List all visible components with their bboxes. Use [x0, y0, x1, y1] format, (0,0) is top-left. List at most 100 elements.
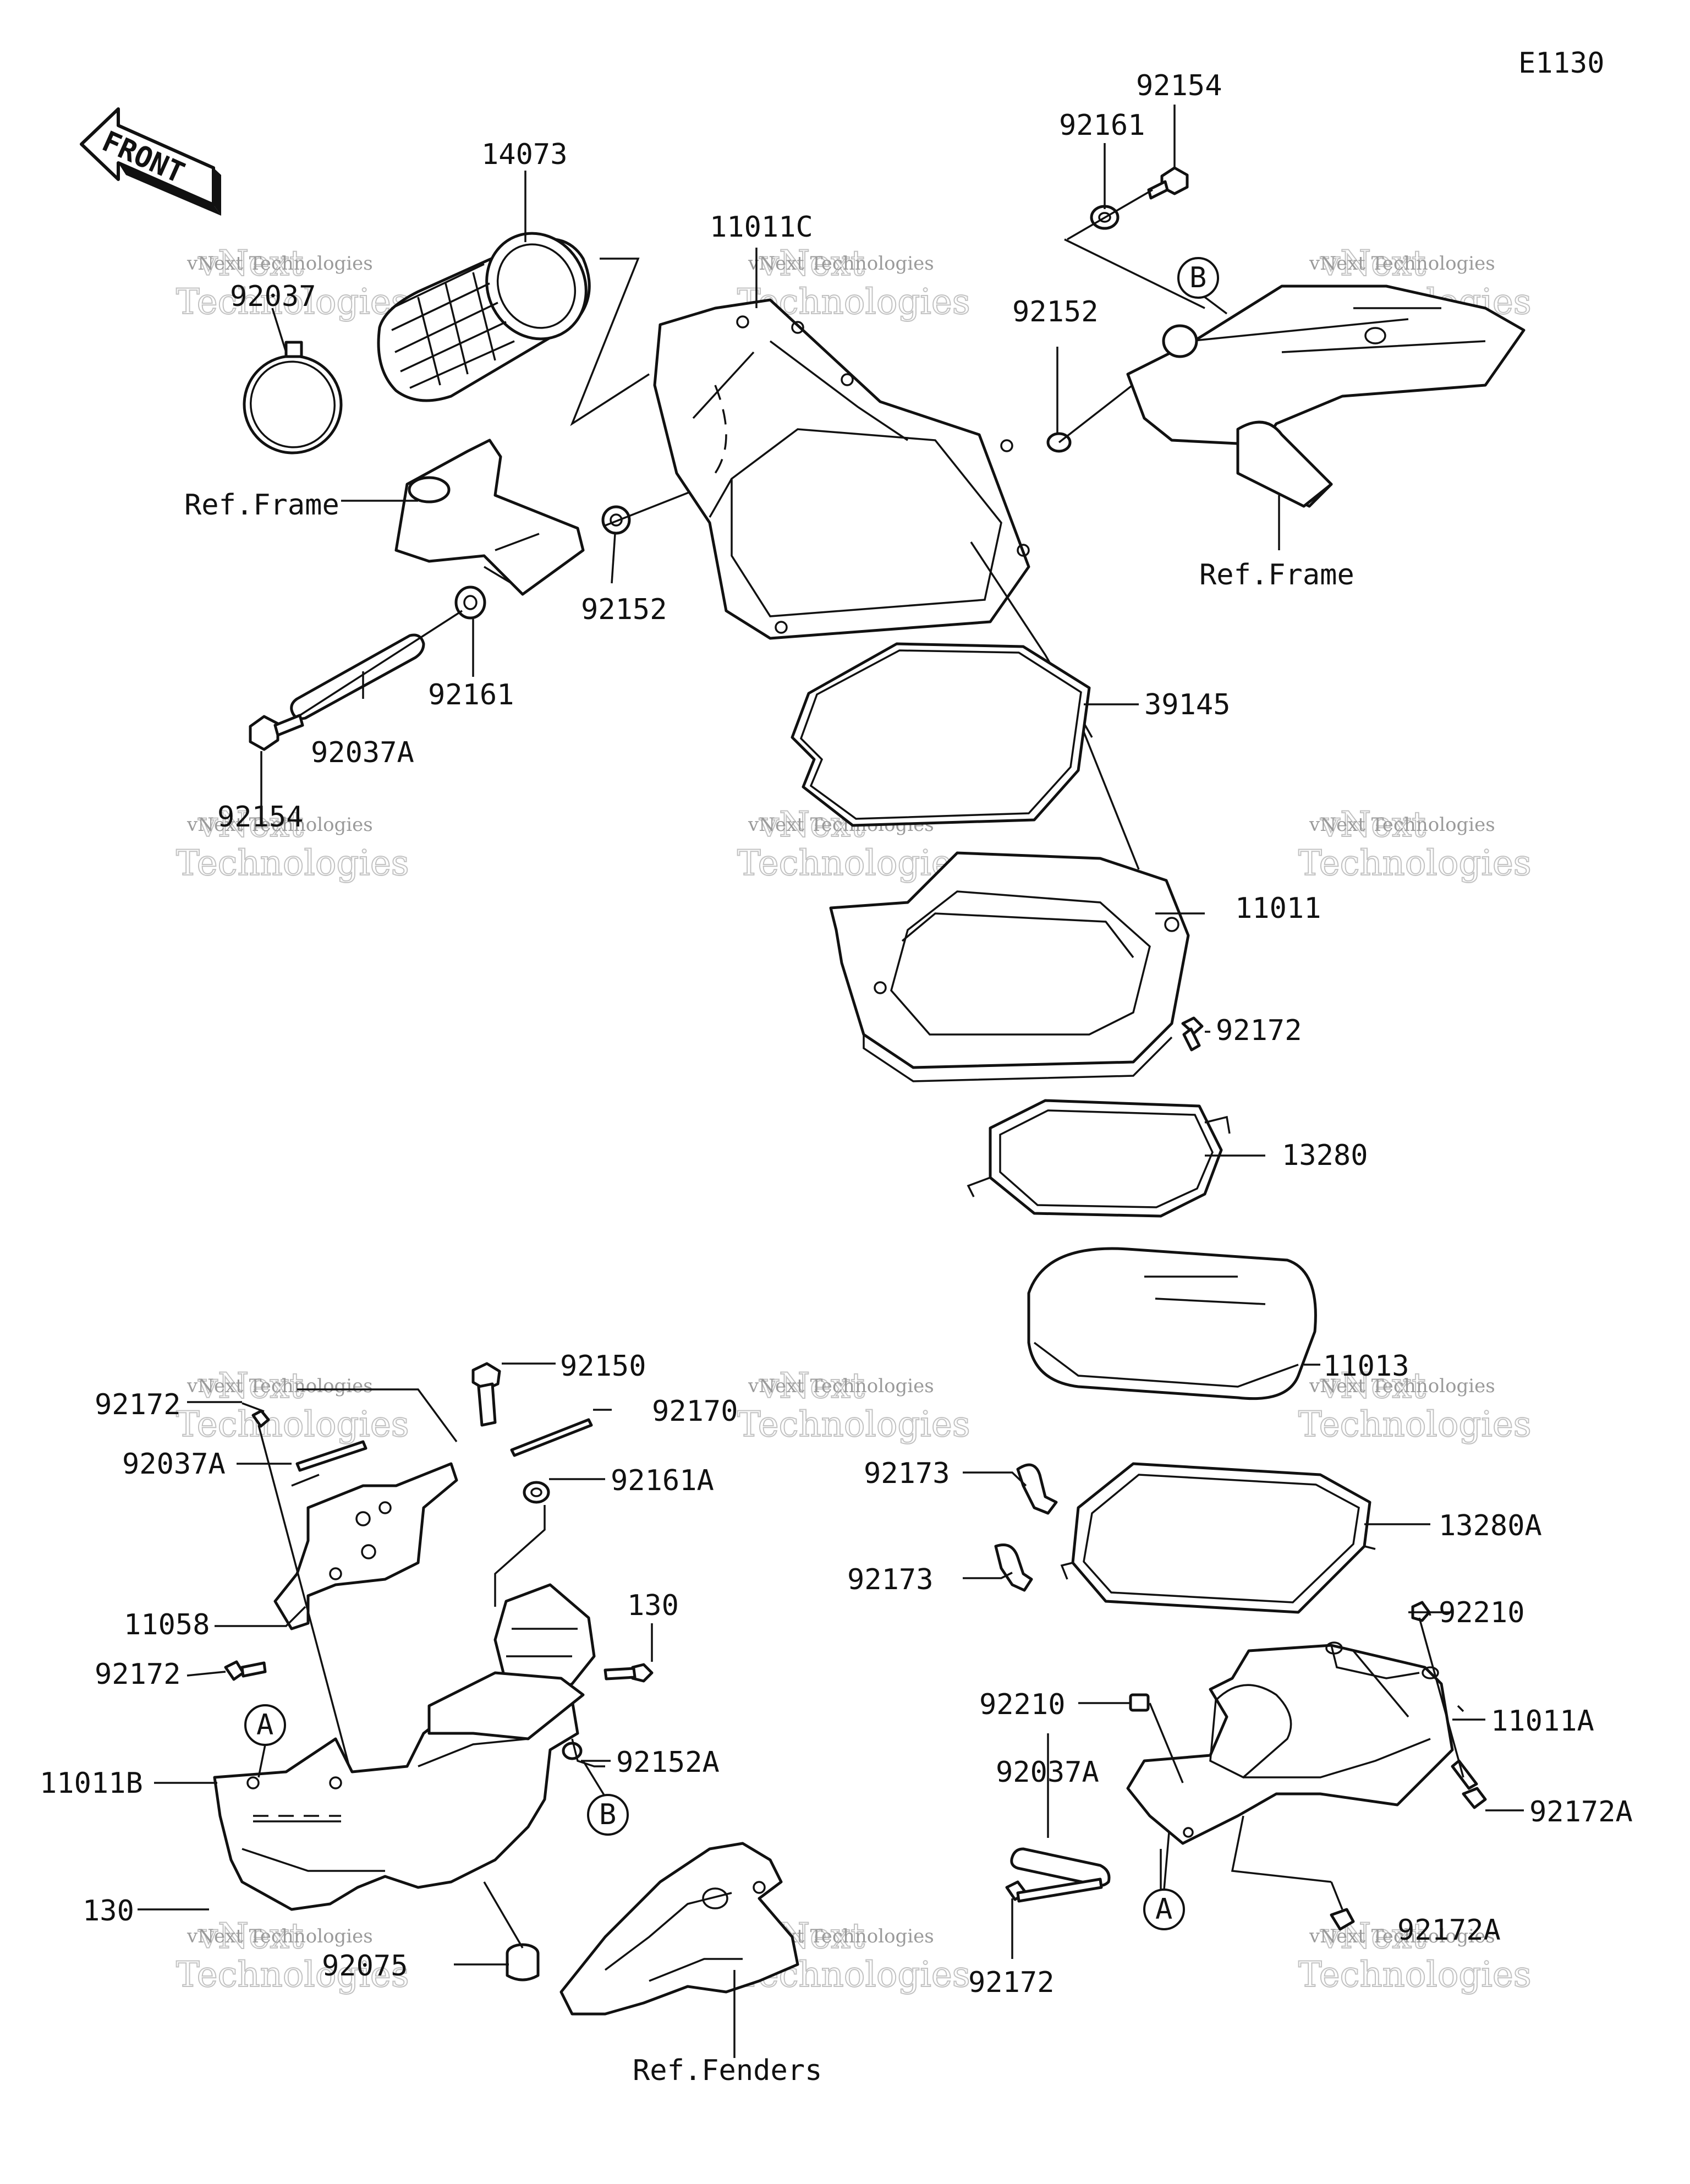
leader-line: [963, 1471, 1027, 1579]
bolt: [603, 1663, 654, 1683]
label-92037A-left: 92037A: [122, 1448, 226, 1481]
label-92172-left-mid: 92172: [95, 1658, 181, 1691]
label-92172-mid: 92172: [1216, 1014, 1302, 1047]
watermark-text: Technologies: [1298, 1404, 1532, 1445]
watermark-text: Technologies: [1298, 1955, 1532, 1995]
fender-bracket: [559, 1842, 799, 2016]
watermark-text: vNext: [197, 1366, 304, 1406]
watermark-text: vNext Technologies: [748, 1375, 934, 1397]
screw: [1451, 1759, 1487, 1809]
callout-label: B: [1189, 261, 1206, 294]
label-92152A: 92152A: [616, 1746, 720, 1779]
watermark-text: vNext Technologies: [748, 253, 934, 275]
frame-right: [1126, 284, 1526, 508]
label-130-right: 130: [627, 1589, 679, 1622]
leader-line: [1155, 912, 1210, 1033]
bracket: [273, 1462, 458, 1630]
callout-label: A: [1155, 1893, 1172, 1926]
diagram-code: E1130: [1518, 47, 1605, 80]
label-92173-bottom: 92173: [847, 1563, 934, 1596]
watermark-text: vNext: [759, 1366, 865, 1406]
watermark-text: vNext Technologies: [186, 1925, 373, 1947]
watermark-text: vNext Technologies: [186, 253, 373, 275]
bolt: [1147, 166, 1189, 200]
label-92075: 92075: [322, 1950, 408, 1983]
screw: [251, 1409, 270, 1428]
label-92154-bottom: 92154: [217, 801, 304, 834]
watermark-text: vNext: [197, 804, 304, 845]
watermark-text: Technologies: [176, 282, 409, 322]
label-92172-left-top: 92172: [95, 1388, 181, 1421]
label-92172A-bottom: 92172A: [1397, 1914, 1501, 1947]
watermark-text: Technologies: [176, 1955, 409, 1995]
label-11011B: 11011B: [40, 1767, 143, 1800]
leader-line: [570, 258, 650, 426]
clip: [1016, 1463, 1058, 1515]
label-92173-top: 92173: [864, 1457, 950, 1490]
watermark: vNext Technologies vNext Technologies: [175, 1915, 410, 1996]
label-leaders: [138, 105, 1524, 1966]
callout-ref-a: A: [244, 1704, 286, 1778]
grommet: [454, 585, 486, 620]
callout-label: B: [599, 1798, 616, 1831]
screw: [1181, 1016, 1204, 1052]
leader-line: [1064, 189, 1205, 309]
leader-line: [1011, 1611, 1464, 1959]
label-13280: 13280: [1282, 1139, 1368, 1172]
screw: [1005, 1878, 1103, 1903]
side-cover-right: [1126, 1641, 1454, 1845]
label-11058: 11058: [124, 1608, 210, 1641]
watermark-text: vNext: [1320, 804, 1426, 845]
watermark-text: Technologies: [737, 1404, 970, 1445]
label-92037: 92037: [230, 280, 316, 313]
label-92170: 92170: [652, 1395, 738, 1428]
front-arrow-icon: FRONT: [80, 107, 221, 216]
label-92161A: 92161A: [611, 1464, 714, 1497]
label-13280A: 13280A: [1439, 1509, 1542, 1542]
label-92172A-right: 92172A: [1529, 1796, 1633, 1829]
screw: [224, 1660, 267, 1681]
callout-ref-a: A: [1143, 1832, 1185, 1930]
watermark: vNext Technologies vNext Technologies: [175, 804, 410, 884]
rod-pin: [295, 1440, 367, 1472]
watermark-text: Technologies: [176, 843, 409, 884]
label-92037A-right: 92037A: [996, 1756, 1099, 1789]
label-92037A-top: 92037A: [311, 736, 414, 769]
label-ref-frame-left: Ref.Frame: [184, 489, 339, 522]
watermark: vNext Technologies vNext Technologies: [737, 804, 971, 884]
label-11013: 11013: [1323, 1350, 1409, 1383]
label-92152-top: 92152: [1012, 295, 1099, 329]
label-ref-frame-right: Ref.Frame: [1199, 559, 1354, 592]
watermark-text: vNext Technologies: [1309, 814, 1495, 836]
hose-clamp: [243, 341, 343, 455]
part-labels: 92154 92161 14073 11011C 92037 92152 Ref…: [40, 69, 1633, 2087]
seal-strip: [510, 1418, 593, 1457]
label-92150: 92150: [560, 1350, 646, 1383]
watermark-text: vNext: [1320, 1366, 1426, 1406]
grommet: [523, 1481, 550, 1504]
label-92172-bottom: 92172: [968, 1966, 1055, 1999]
leader-line: [242, 1388, 458, 1778]
watermark-text: vNext: [197, 243, 304, 284]
callout-ref-b: B: [582, 1760, 629, 1836]
watermark: vNext Technologies vNext Technologies: [1298, 1365, 1532, 1446]
bolt: [249, 714, 304, 751]
watermark-text: vNext: [759, 243, 865, 284]
label-11011A: 11011A: [1491, 1705, 1594, 1738]
watermark: vNext Technologies vNext Technologies: [1298, 804, 1532, 884]
watermark-text: vNext: [1320, 243, 1426, 284]
intake-duct: [377, 232, 591, 402]
label-92161-mid: 92161: [428, 678, 514, 711]
nut: [1129, 1693, 1150, 1712]
frame-bracket-left: [394, 439, 585, 596]
grommet: [562, 1742, 583, 1760]
label-92161-top: 92161: [1059, 109, 1145, 142]
label-92154-top: 92154: [1136, 69, 1222, 102]
watermark-text: Technologies: [1298, 843, 1532, 884]
watermark-text: vNext: [197, 1916, 304, 1957]
watermark-text: vNext Technologies: [1309, 253, 1495, 275]
watermark: vNext Technologies vNext Technologies: [737, 1365, 971, 1446]
label-92152-mid: 92152: [581, 593, 667, 626]
